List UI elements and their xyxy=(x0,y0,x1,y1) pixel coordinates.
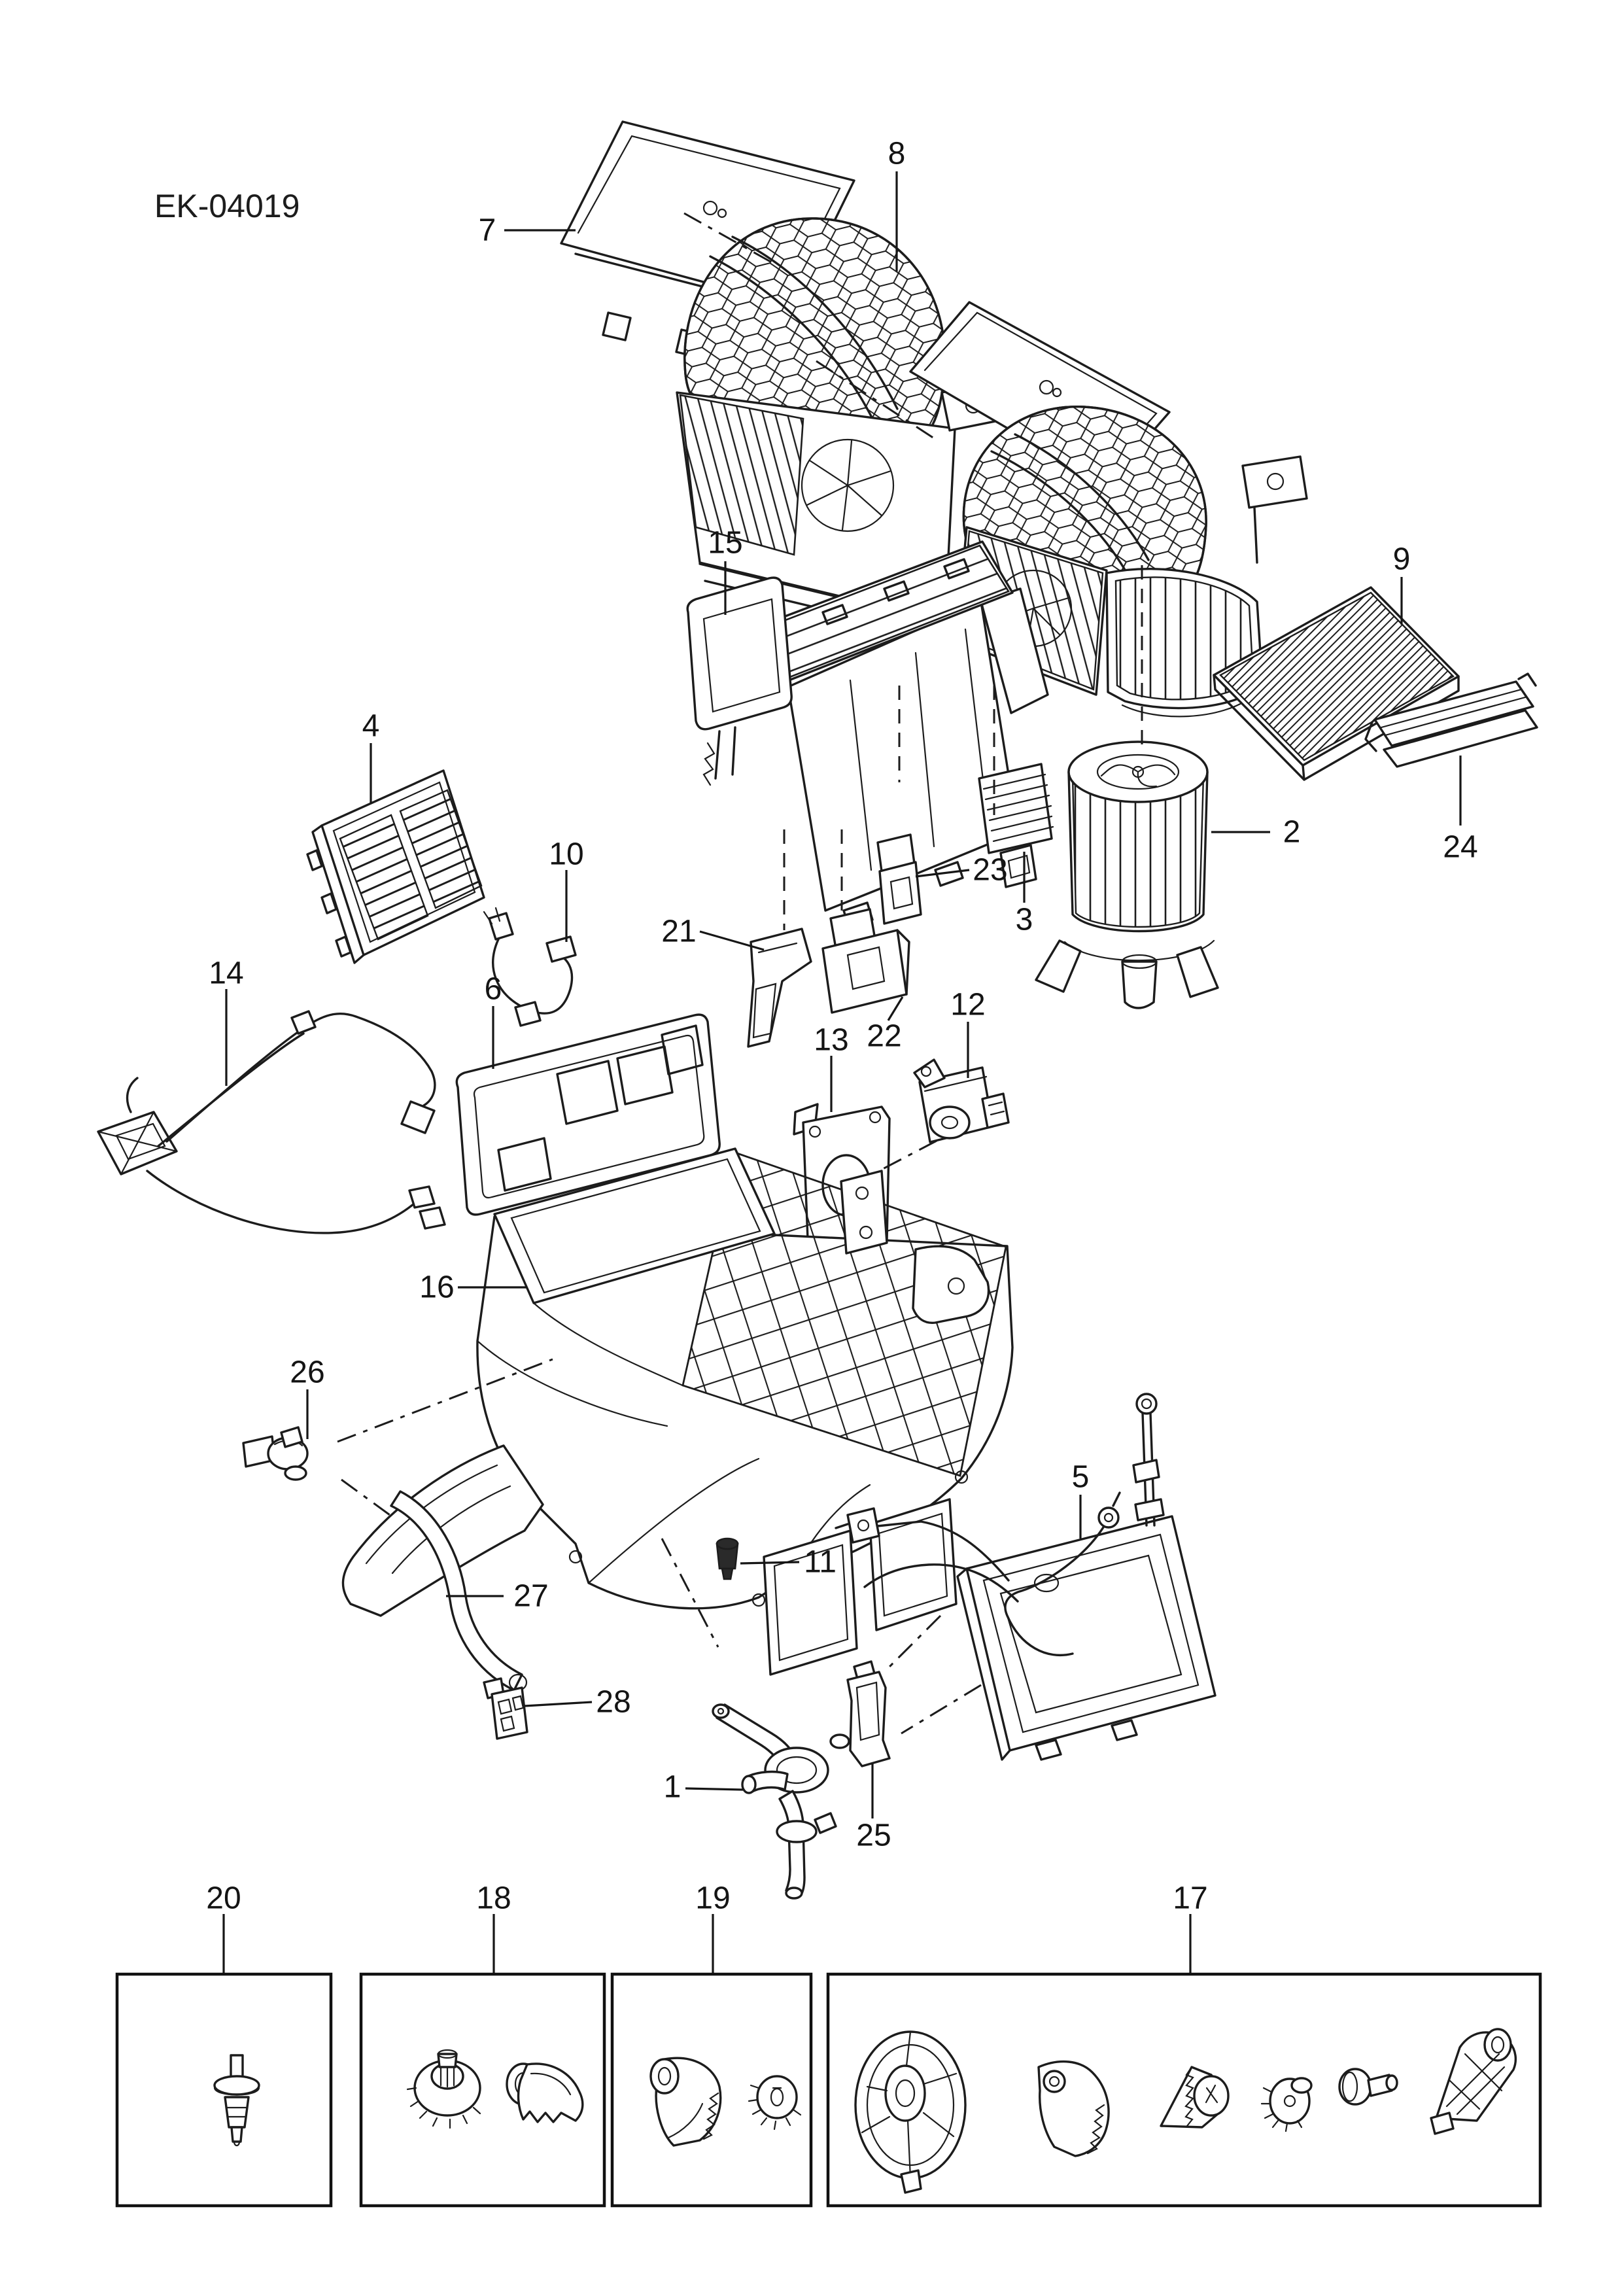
part-5-heater-core xyxy=(835,1393,1216,1761)
part-25-bracket xyxy=(829,1660,891,1767)
part-10-wire xyxy=(483,907,577,1027)
part-label-19[interactable]: 19 xyxy=(695,1881,730,1916)
kit-17-parts xyxy=(854,2028,1517,2194)
leader-line-22 xyxy=(887,996,904,1021)
kit-20-valve xyxy=(213,2054,260,2147)
part-23-bracket xyxy=(876,833,922,925)
part-label-25[interactable]: 25 xyxy=(856,1818,891,1853)
part-label-1[interactable]: 1 xyxy=(664,1770,682,1805)
part-4-louver-panel xyxy=(306,769,485,964)
part-label-10[interactable]: 10 xyxy=(549,837,583,872)
part-8-blower-housing xyxy=(676,217,1003,639)
assembly-axes-layer xyxy=(337,212,1143,1735)
part-label-20[interactable]: 20 xyxy=(206,1881,241,1916)
part-label-13[interactable]: 13 xyxy=(814,1023,848,1058)
part-label-22[interactable]: 22 xyxy=(867,1019,901,1054)
diagram-code: EK-04019 xyxy=(154,188,300,224)
part-3-resistor xyxy=(978,763,1054,888)
part-1-hose-assembly xyxy=(712,1703,837,1900)
part-26-sensor xyxy=(242,1426,309,1481)
part-label-15[interactable]: 15 xyxy=(708,526,742,561)
axis-actuator-plate xyxy=(878,1139,937,1172)
part-label-9[interactable]: 9 xyxy=(1393,542,1411,577)
kit-box-18 xyxy=(359,1972,606,2208)
kit-boxes-layer xyxy=(115,1972,1542,2208)
part-9-cabin-filter xyxy=(1213,586,1460,781)
part-28-connector xyxy=(483,1677,528,1740)
part-label-21[interactable]: 21 xyxy=(661,914,696,949)
part-label-12[interactable]: 12 xyxy=(950,988,985,1022)
kit-19-parts xyxy=(649,2057,802,2147)
part-label-17[interactable]: 17 xyxy=(1173,1881,1207,1916)
part-label-23[interactable]: 23 xyxy=(973,853,1007,888)
part-label-18[interactable]: 18 xyxy=(476,1881,511,1916)
part-6-seal xyxy=(455,1013,721,1216)
kit-box-20 xyxy=(115,1972,333,2208)
part-22-bracket xyxy=(821,908,910,1014)
part-11-sensor xyxy=(716,1537,739,1580)
part-15-evaporator-case xyxy=(686,540,1049,929)
part-24-filter-cover xyxy=(1364,672,1538,768)
part-label-26[interactable]: 26 xyxy=(290,1355,324,1390)
axis-sensor-hose xyxy=(341,1478,390,1516)
axis-cover-to-blower xyxy=(683,212,771,263)
leader-line-21 xyxy=(699,930,765,951)
parts-artwork xyxy=(97,120,1538,2194)
kit-box-19 xyxy=(610,1972,813,2208)
kit-box-17 xyxy=(826,1972,1542,2208)
part-label-2[interactable]: 2 xyxy=(1283,815,1301,850)
part-label-24[interactable]: 24 xyxy=(1443,830,1477,865)
leader-line-28 xyxy=(524,1701,593,1707)
leader-line-11 xyxy=(740,1561,800,1565)
axis-core-bracket-a xyxy=(884,1614,942,1672)
part-label-27[interactable]: 27 xyxy=(513,1579,548,1614)
part-label-11[interactable]: 11 xyxy=(804,1545,837,1580)
leader-line-1 xyxy=(685,1787,744,1791)
part-label-5[interactable]: 5 xyxy=(1072,1460,1090,1495)
part-2-blower-motor xyxy=(1035,740,1219,1009)
part-label-16[interactable]: 16 xyxy=(419,1270,454,1305)
part-label-28[interactable]: 28 xyxy=(596,1685,630,1720)
part-label-14[interactable]: 14 xyxy=(209,956,243,991)
part-label-4[interactable]: 4 xyxy=(362,709,380,744)
part-label-8[interactable]: 8 xyxy=(888,137,906,171)
part-14-cable xyxy=(97,1010,446,1234)
kit-18-parts xyxy=(406,2049,584,2129)
part-label-6[interactable]: 6 xyxy=(485,972,502,1007)
part-16-hvac-case xyxy=(341,1147,1014,1676)
leader-line-23 xyxy=(915,869,970,878)
axis-core-bracket-b xyxy=(901,1684,982,1735)
part-21-bracket xyxy=(747,928,812,1048)
part-labels-layer: 7 8 15 9 2 24 4 10 21 23 3 6 14 22 13 12 16 26 27 11 28 5 25 1 2… xyxy=(206,137,1477,1916)
part-label-3[interactable]: 3 xyxy=(1016,903,1033,937)
leader-lines-layer xyxy=(222,171,1462,1974)
part-label-7[interactable]: 7 xyxy=(479,213,496,248)
axis-blower-to-heater xyxy=(816,360,935,440)
part-12-actuator xyxy=(913,1058,1010,1143)
